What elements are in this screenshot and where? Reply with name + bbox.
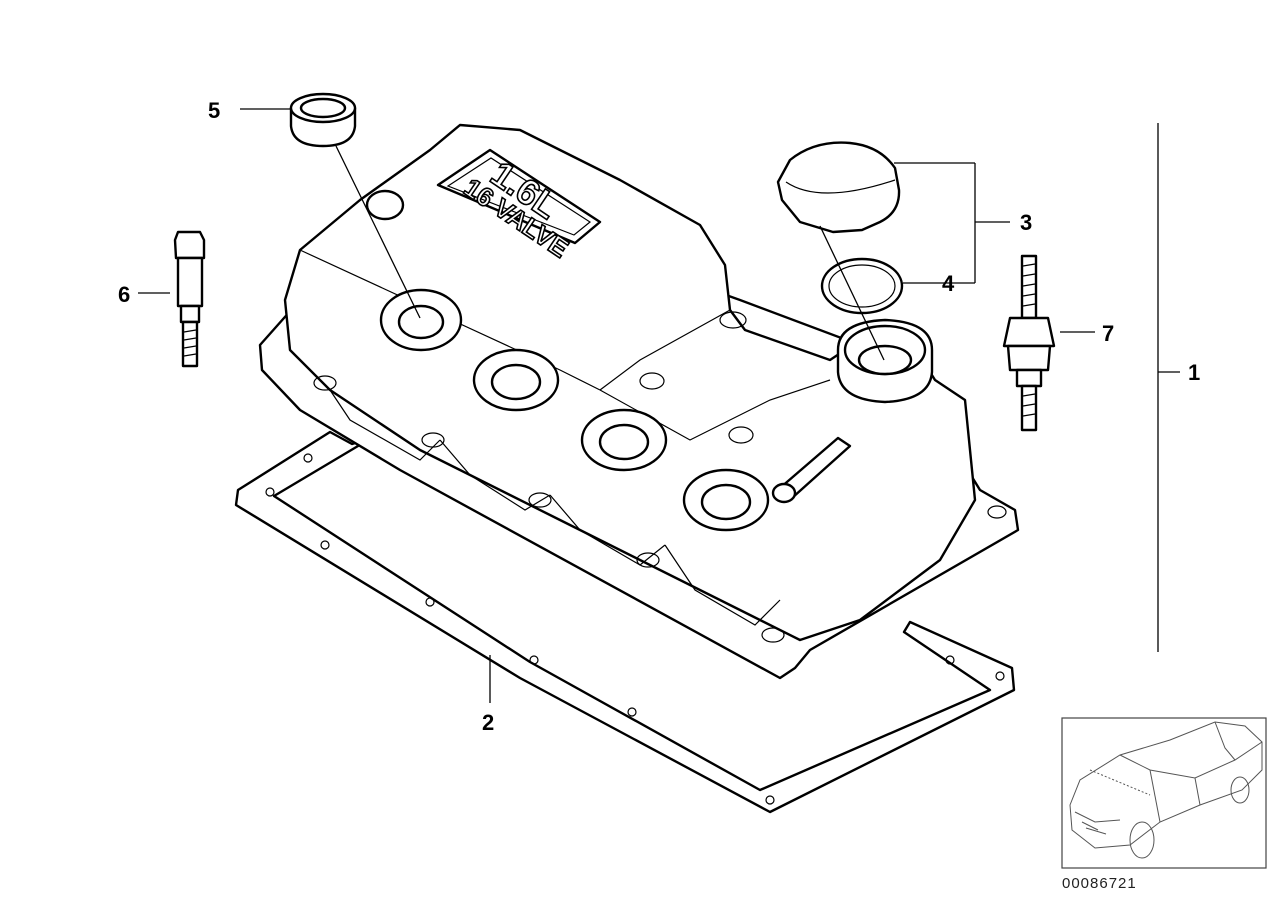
callout-6: 6	[118, 282, 130, 307]
o-ring-part-4	[820, 257, 904, 315]
leader-lines	[138, 108, 1180, 703]
callout-5: 5	[208, 98, 220, 123]
callout-1: 1	[1188, 360, 1200, 385]
valve-cover-part-1: 1.6L 16 VALVE	[258, 123, 1020, 680]
callout-labels: 1 2 3 4 5 6 7	[118, 98, 1200, 735]
stud-part-7	[1002, 254, 1056, 432]
reference-code: 00086721	[1062, 875, 1137, 892]
callout-4: 4	[942, 271, 955, 296]
bolt-part-6	[173, 230, 206, 368]
callout-3: 3	[1020, 210, 1032, 235]
oil-cap-part-3	[776, 141, 901, 234]
seal-ring-part-5	[289, 92, 357, 148]
callout-2: 2	[482, 710, 494, 735]
vehicle-thumbnail	[1061, 717, 1267, 869]
car-silhouette-icon	[1069, 721, 1263, 859]
callout-7: 7	[1102, 321, 1114, 346]
